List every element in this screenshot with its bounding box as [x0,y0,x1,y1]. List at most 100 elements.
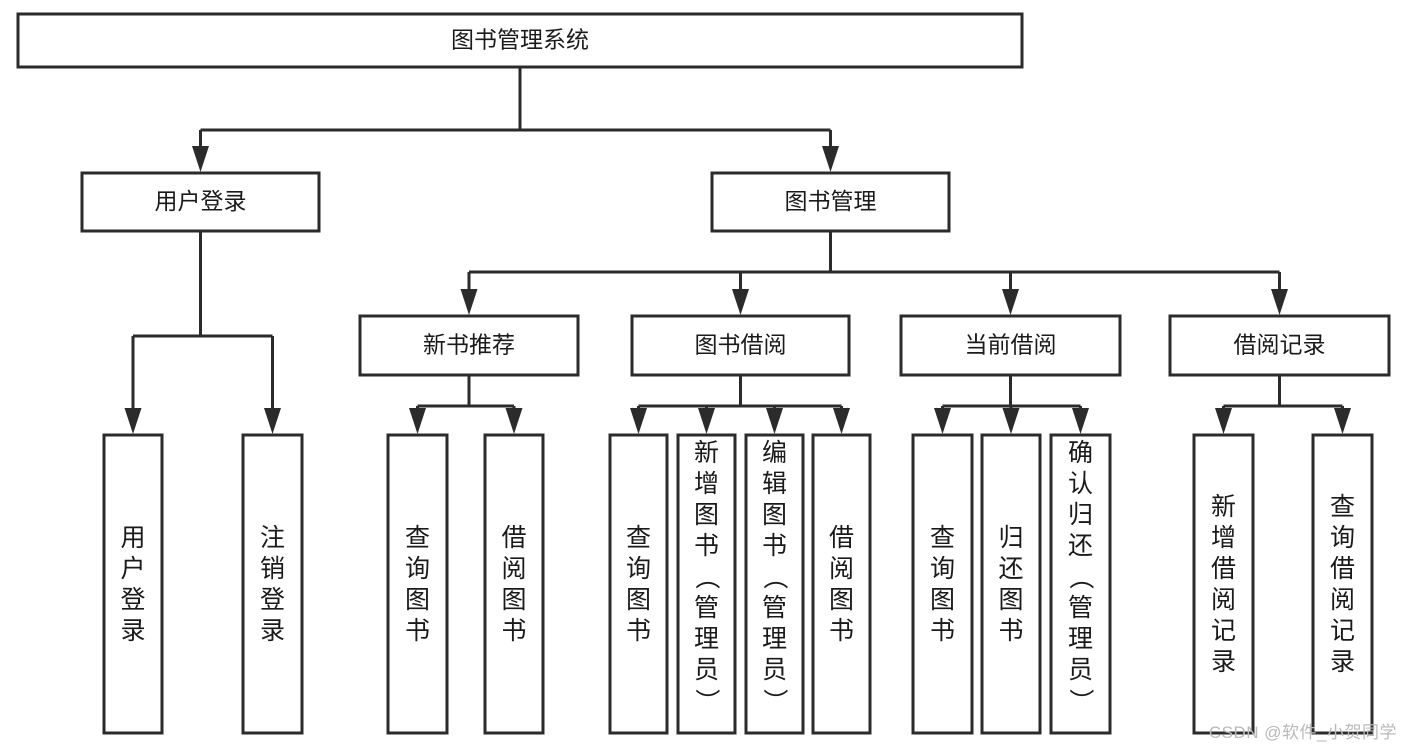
arrow-head-icon [732,289,749,315]
node-book-manage[interactable]: 图书管理 [710,171,951,233]
arrow-head-icon [1271,289,1288,315]
node-label: 图书管理 [785,188,877,214]
node-label-char: 图 [694,501,719,529]
node-label-char: 增 [694,470,719,498]
node-box[interactable] [102,433,164,735]
node-label-char: 理 [694,625,719,653]
arrow-head-icon [1215,408,1232,434]
node-box[interactable] [80,171,321,233]
node-label-char: 辑 [762,470,787,498]
node-label-char: 借 [829,524,854,552]
node-label-char: 注 [260,524,285,552]
arrow-head-icon [1334,408,1351,434]
node-leaf-user-login[interactable]: 用户登录 [102,433,164,735]
arrow-head-icon [505,408,523,434]
node-box[interactable] [16,12,1024,69]
node-label-char: 销 [260,555,285,583]
node-label-char: 查 [626,524,651,552]
arrow-head-icon [766,408,783,434]
node-box[interactable] [710,171,951,233]
arrow-head-icon [264,408,281,434]
node-new-book-recommend[interactable]: 新书推荐 [358,314,580,377]
node-label-char: 借 [1330,555,1355,583]
node-label-char: ） [761,688,789,713]
watermark-text: CSDN @软件_小贺同学 [1208,723,1397,742]
connector-group-book-manage [460,231,1288,315]
node-label-char: 书 [501,617,526,645]
node-current-borrow[interactable]: 当前借阅 [899,314,1122,377]
node-box[interactable] [899,314,1122,377]
arrow-head-icon [1072,408,1089,434]
node-label: 借阅记录 [1234,332,1326,358]
node-box[interactable] [1049,433,1112,735]
node-label-char: 阅 [1330,586,1355,614]
node-box[interactable] [483,433,545,735]
node-label-char: 阅 [829,555,854,583]
node-label-char: ） [693,688,721,713]
node-box[interactable] [744,433,805,735]
node-box[interactable] [241,433,304,735]
node-label-char: 增 [1211,524,1236,552]
node-box[interactable] [386,433,449,735]
node-box[interactable] [1311,433,1374,735]
node-label-char: 阅 [1211,586,1236,614]
node-label-char: 图 [626,586,651,614]
node-label-char: 图 [998,586,1023,614]
node-box[interactable] [358,314,580,377]
node-label-char: 新 [1211,493,1236,521]
node-user-login[interactable]: 用户登录 [80,171,321,233]
node-label-char: 询 [930,555,955,583]
node-borrow-record[interactable]: 借阅记录 [1168,314,1391,377]
node-label-char: 理 [1068,625,1093,653]
connector-group-user-login [124,231,281,434]
node-label-char: 询 [626,555,651,583]
node-label-char: 归 [998,524,1023,552]
node-label-char: 查 [405,524,430,552]
node-box[interactable] [911,433,974,735]
node-label-char: ） [1067,688,1095,713]
node-label-char: 确 [1068,439,1093,467]
arrow-head-icon [833,408,850,434]
node-label-char: 用 [120,524,145,552]
node-label-char: 书 [762,532,787,560]
node-box[interactable] [1168,314,1391,377]
node-label-char: 员 [762,656,787,684]
arrow-head-icon [630,408,647,434]
node-box[interactable] [630,314,851,377]
node-book-borrow[interactable]: 图书借阅 [630,314,851,377]
node-root[interactable]: 图书管理系统 [16,12,1024,69]
node-label-char: （ [1067,564,1095,589]
node-label: 用户登录 [155,188,247,214]
node-label-char: 归 [1068,501,1093,529]
node-label-char: 书 [829,617,854,645]
node-box[interactable] [608,433,669,735]
arrow-head-icon [192,146,209,172]
arrow-head-icon [822,146,839,172]
node-box[interactable] [980,433,1042,735]
node-label-char: 登 [260,586,285,614]
arrow-head-icon [934,408,951,434]
connector-group-book-borrow [630,375,850,434]
node-box[interactable] [676,433,737,735]
node-label-char: 还 [1068,532,1093,560]
node-label-char: 查 [930,524,955,552]
arrow-head-icon [698,408,715,434]
node-label-char: 查 [1330,493,1355,521]
node-box[interactable] [1192,433,1255,735]
node-box[interactable] [811,433,872,735]
arrow-head-icon [460,289,478,315]
node-label-char: 询 [1330,524,1355,552]
